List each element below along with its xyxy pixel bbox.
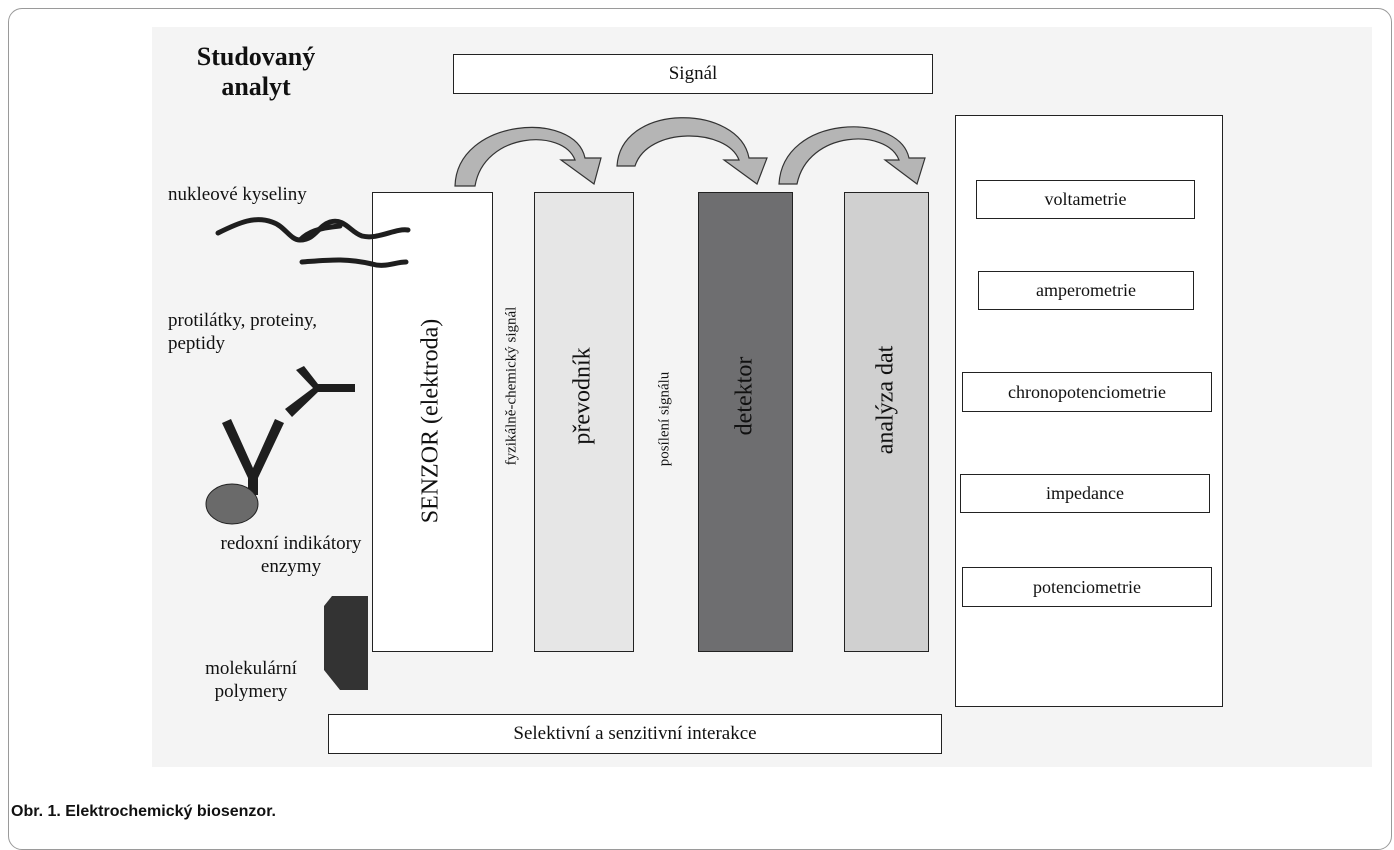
curved-arrow-icon (616, 117, 768, 185)
method-potenciometrie-label: potenciometrie (1033, 576, 1141, 597)
method-voltametrie-label: voltametrie (1044, 189, 1127, 209)
redox-indicator-ellipse-icon (205, 483, 259, 525)
method-amperometrie: amperometrie (978, 271, 1194, 310)
method-amperometrie-label: amperometrie (1036, 280, 1136, 300)
flow-arrows (454, 117, 926, 187)
method-chronopotenciometrie: chronopotenciometrie (962, 372, 1212, 412)
method-potenciometrie: potenciometrie (962, 567, 1212, 607)
analyte-antibodies: protilátky, proteiny, peptidy (168, 310, 317, 354)
antibody-y-large-icon (222, 419, 284, 495)
method-chronopotenciometrie-label: chronopotenciometrie (1008, 381, 1166, 402)
sensor-electrode-box (372, 192, 493, 652)
curved-arrow-icon (454, 126, 602, 187)
nucleic-acid-strands (215, 217, 411, 268)
dna-strand-icon (299, 257, 409, 268)
antibody-y-small-icon (285, 366, 355, 417)
dna-strand-icon (297, 223, 343, 243)
antibody-glyphs (222, 366, 355, 495)
interaction-label: Selektivní a senzitivní interakce (513, 723, 757, 744)
figure-caption: Obr. 1. Elektrochemický biosenzor. (11, 803, 276, 820)
transducer-box (534, 192, 634, 652)
method-voltametrie: voltametrie (976, 180, 1195, 219)
data-analysis-box (844, 192, 929, 652)
analyte-redox-indicators: redoxní indikátory enzymy (220, 533, 362, 577)
detector-box (698, 192, 793, 652)
analyte-nucleic-acids: nukleové kyseliny (168, 184, 307, 205)
signal-label: Signál (668, 63, 718, 84)
molecular-polymer-icon (324, 596, 368, 690)
signal-box: Signál (453, 54, 933, 94)
interaction-box: Selektivní a senzitivní interakce (328, 714, 942, 754)
method-impedance-label: impedance (1046, 483, 1124, 503)
method-impedance: impedance (960, 474, 1210, 513)
analyte-polymers: molekulární polymery (205, 658, 297, 702)
curved-arrow-icon (778, 126, 926, 185)
analyte-title: Studovaný analyt (196, 42, 316, 101)
diagram-graphics (205, 117, 926, 690)
